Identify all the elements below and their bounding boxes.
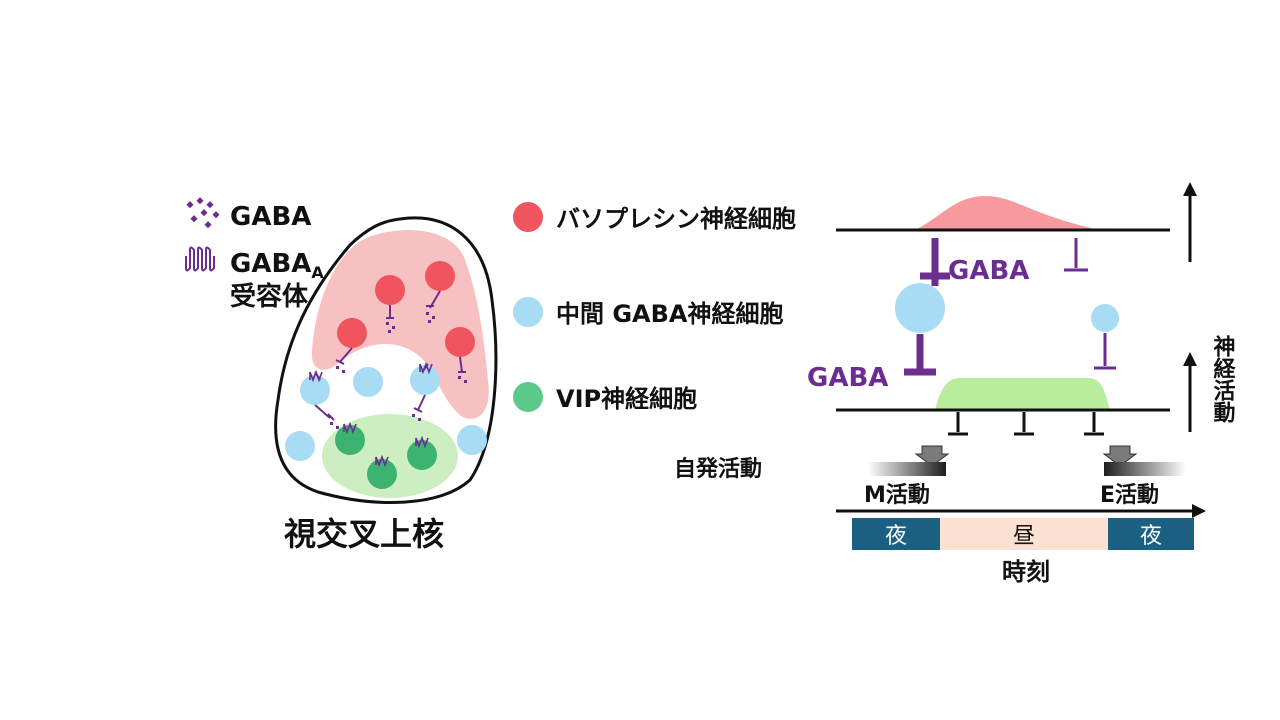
vasopressin-legend-label: バソプレシン神経細胞 <box>556 205 796 233</box>
day-label: 昼 <box>1013 524 1035 549</box>
receptor-legend-label: GABA <box>230 249 311 279</box>
vasopressin-cells <box>337 261 475 357</box>
gaba-neuron-small <box>1091 304 1119 332</box>
gaba-vesicles <box>330 312 467 429</box>
gaba-left-label: GABA <box>807 363 888 393</box>
e-arrow-icon <box>1102 445 1138 467</box>
vasopressin-cell <box>445 327 475 357</box>
inhibition-small-lower <box>1094 333 1116 370</box>
night-label-right: 夜 <box>1140 524 1162 549</box>
vasopressin-cell <box>375 275 405 305</box>
gaba-cell <box>353 367 383 397</box>
activity-axis-bottom-arrowhead <box>1183 352 1197 366</box>
m-activity-bar <box>868 462 946 476</box>
vasopressin-activity-trace <box>915 196 1100 230</box>
gaba-neuron-legend-dot <box>513 297 543 327</box>
gaba-cell <box>300 375 330 405</box>
vasopressin-cell <box>425 261 455 291</box>
m-arrow-icon <box>914 445 950 467</box>
vip-activity-trace <box>935 378 1110 410</box>
night-label-left: 夜 <box>885 524 907 549</box>
e-activity-bar <box>1104 462 1186 476</box>
vasopressin-legend-dot <box>513 202 543 232</box>
vip-inhibition-marks <box>948 412 1104 436</box>
day-bar <box>940 518 1108 550</box>
vip-legend-label: VIP神経細胞 <box>556 385 697 413</box>
night-bar-right <box>1108 518 1194 550</box>
vip-legend-dot <box>513 382 543 412</box>
gaba-neuron-large <box>895 283 945 333</box>
gaba-legend-icon <box>186 197 220 229</box>
activity-axis-top-arrowhead <box>1183 182 1197 196</box>
receptor-legend-subscript: A <box>311 263 324 282</box>
receptor-legend-icon <box>185 246 215 272</box>
m-activity-label: M活動 <box>864 483 930 508</box>
receptor-legend-label-line2: 受容体 <box>230 281 309 312</box>
gaba-cell <box>457 425 487 455</box>
vip-cell <box>367 459 397 489</box>
gaba-cell <box>410 365 440 395</box>
gaba-cells <box>285 365 487 461</box>
scn-title: 視交叉上核 <box>284 515 444 553</box>
vip-cells <box>335 425 437 489</box>
time-axis-arrowhead <box>1192 504 1206 518</box>
gaba-legend-label: GABA <box>230 202 311 232</box>
svg-text:GABAA: GABAA <box>230 249 324 282</box>
spontaneous-label: 自発活動 <box>674 456 762 482</box>
vip-cell <box>407 440 437 470</box>
vasopressin-cell <box>337 318 367 348</box>
gaba-top-label: GABA <box>948 256 1029 286</box>
inhibition-big <box>920 238 950 286</box>
inhibition-big-lower <box>904 334 936 376</box>
time-label: 時刻 <box>1002 558 1050 586</box>
vip-cell <box>335 425 365 455</box>
gaba-neuron-legend-label: 中間 GABA神経細胞 <box>556 300 784 328</box>
gaba-cell <box>285 431 315 461</box>
night-bar-left <box>852 518 940 550</box>
e-activity-label: E活動 <box>1100 483 1159 508</box>
receptor-icons <box>309 361 433 468</box>
activity-axis-label: 神経活動 <box>1210 334 1236 424</box>
inhibition-small-top <box>1064 238 1088 272</box>
